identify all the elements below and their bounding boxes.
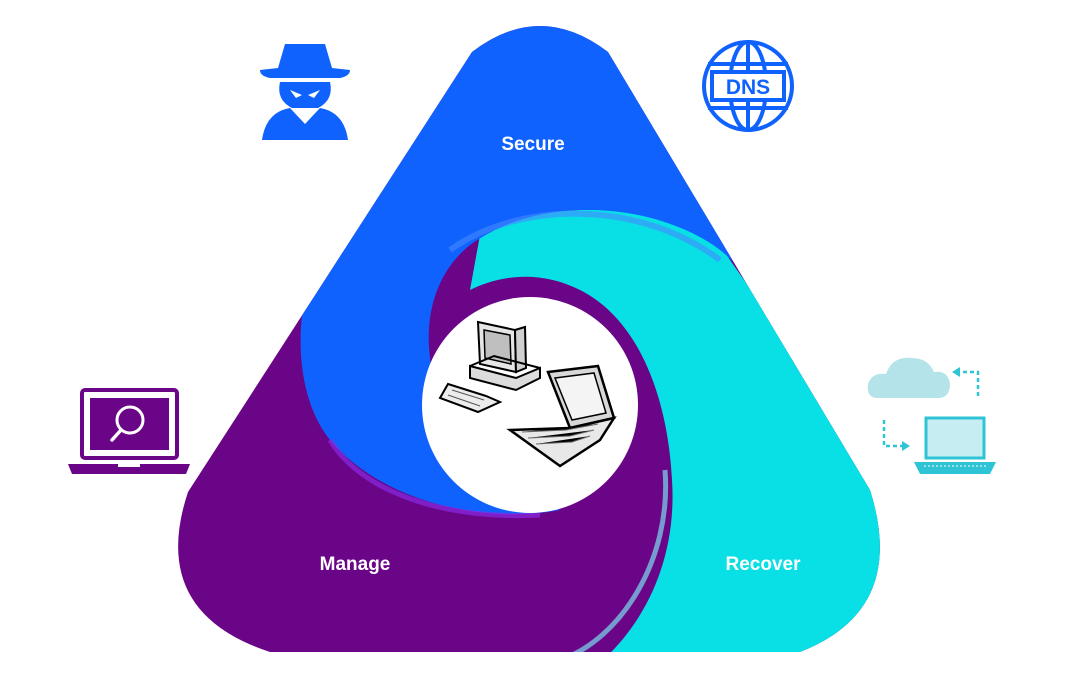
desktop-and-laptop-icon — [438, 320, 617, 468]
cloud-backup-laptop-icon — [867, 357, 996, 474]
recover-label: Recover — [726, 554, 802, 575]
secure-label: Secure — [501, 134, 564, 155]
dns-globe-icon: DNS — [702, 40, 794, 132]
hacker-spy-icon — [260, 44, 350, 140]
center-circle — [422, 297, 638, 513]
laptop-search-icon — [68, 388, 190, 474]
dns-label: DNS — [726, 76, 770, 99]
recover-segment — [470, 209, 880, 652]
manage-label: Manage — [320, 554, 391, 575]
